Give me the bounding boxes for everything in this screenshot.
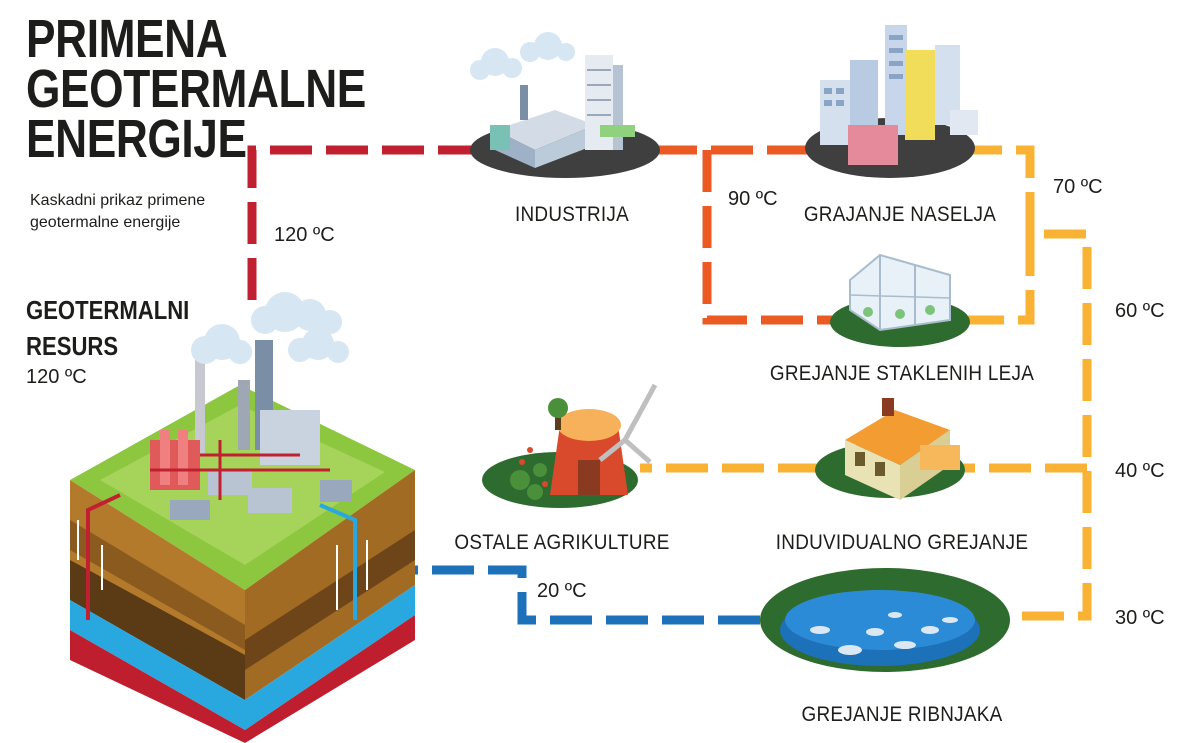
resource-title: GEOTERMALNI RESURS — [26, 292, 189, 364]
geothermal-plant-icon — [70, 292, 415, 743]
house-icon — [815, 398, 965, 500]
node-label-settlement: GRAJANJE NASELJA — [803, 203, 997, 226]
title-line-3: ENERGIJE — [26, 109, 247, 169]
node-label-fishpond: GREJANJE RIBNJAKA — [801, 703, 1003, 726]
temp-label-120: 120 ºC — [274, 224, 335, 246]
temp-label-20: 20 ºC — [537, 580, 587, 602]
pipe-90 — [655, 145, 840, 325]
title-line-2: GEOTERMALNE — [26, 59, 366, 119]
pipe-warm — [640, 145, 1092, 621]
subtitle: Kaskadni prikaz primene geotermalne ener… — [30, 192, 206, 231]
temp-label-60: 60 ºC — [1115, 300, 1165, 322]
fish-pond-icon — [760, 568, 1010, 672]
windmill-icon — [482, 383, 658, 508]
node-label-agriculture: OSTALE AGRIKULTURE — [454, 531, 670, 554]
pipe-cold — [410, 565, 760, 625]
greenhouse-icon — [830, 253, 970, 347]
temp-label-70: 70 ºC — [1053, 176, 1103, 198]
node-label-individual: INDUVIDUALNO GREJANJE — [775, 531, 1029, 554]
temp-label-30: 30 ºC — [1115, 607, 1165, 629]
cloud-icon — [191, 292, 349, 364]
node-label-greenhouse: GREJANJE STAKLENIH LEJA — [769, 362, 1035, 385]
pipe-hot — [247, 145, 480, 300]
temp-label-90: 90 ºC — [728, 188, 778, 210]
resource-title-line-2: RESURS — [26, 331, 119, 361]
city-buildings-icon — [805, 25, 978, 178]
node-label-industry: INDUSTRIJA — [514, 203, 630, 226]
title-line-1: PRIMENA — [26, 9, 228, 69]
temp-label-40: 40 ºC — [1115, 460, 1165, 482]
resource-temperature: 120 ºC — [26, 366, 87, 388]
factory-icon — [470, 32, 660, 178]
resource-title-line-1: GEOTERMALNI — [26, 295, 190, 325]
page-title: PRIMENA GEOTERMALNE ENERGIJE — [26, 9, 366, 169]
